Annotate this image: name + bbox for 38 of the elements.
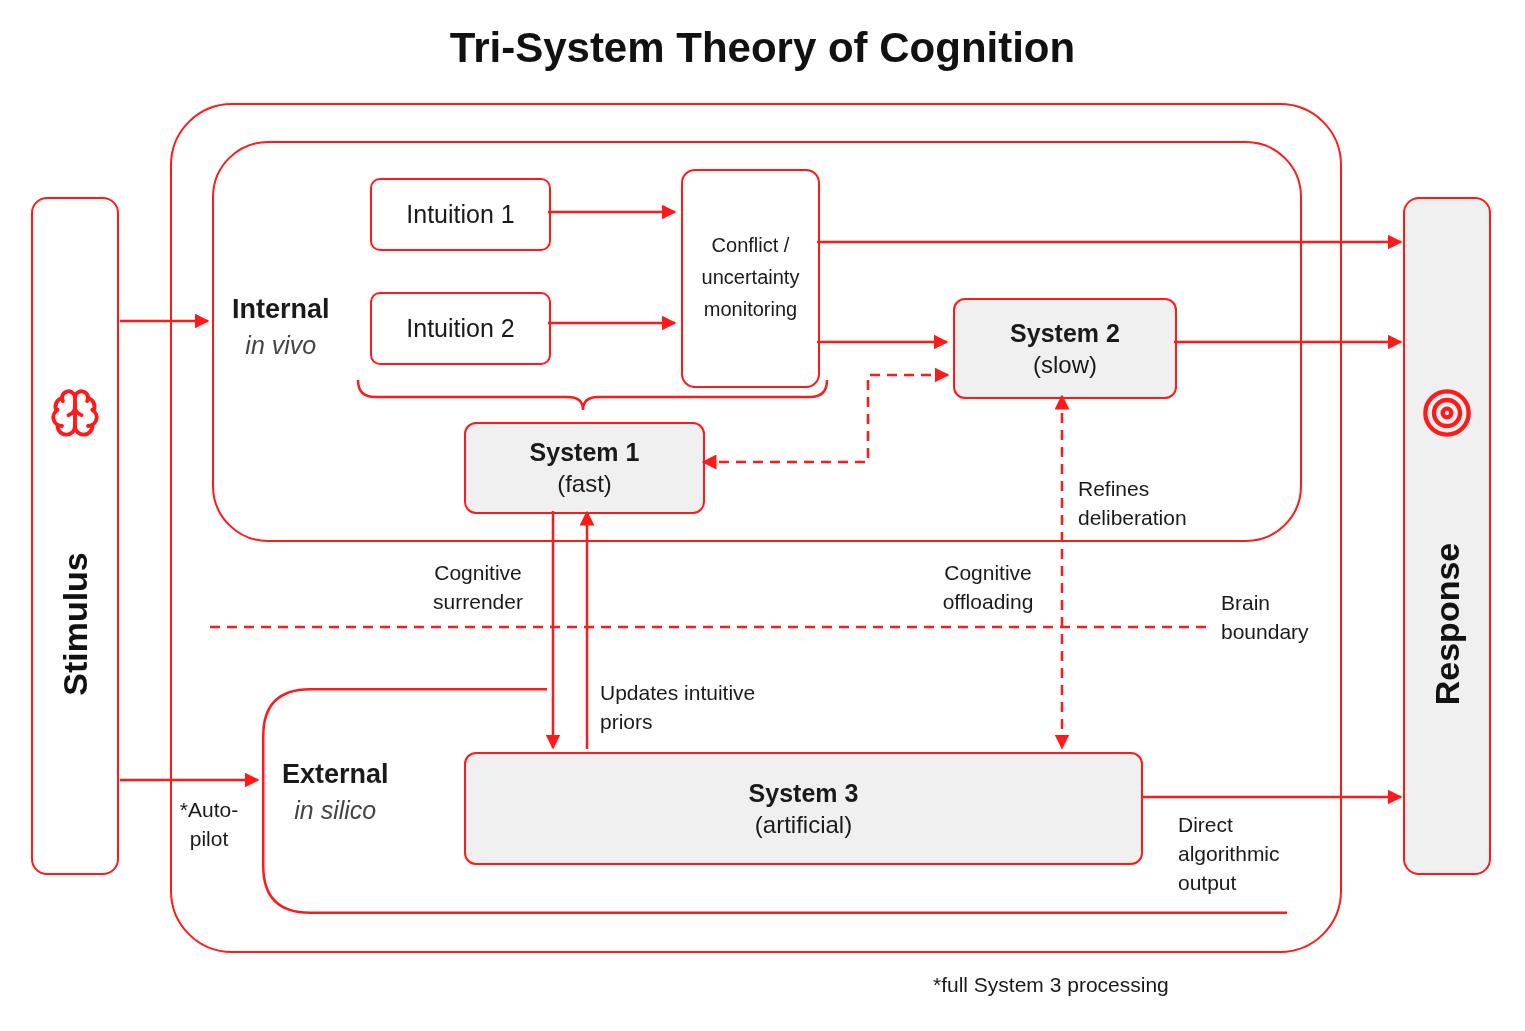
side-bar <box>1403 197 1491 875</box>
system-subtitle: (slow) <box>1033 349 1097 380</box>
system-box <box>464 422 705 514</box>
arrow <box>1054 394 1070 750</box>
arrow <box>701 367 950 470</box>
arrow <box>545 511 561 750</box>
region-subtitle: in vivo <box>245 330 317 361</box>
system-title: System 1 <box>529 437 640 468</box>
region-subtitle: in silico <box>294 795 377 826</box>
title: Tri-System Theory of Cognition <box>448 24 1077 72</box>
arrow <box>1142 789 1403 805</box>
process-box <box>370 292 551 365</box>
arrow <box>817 334 949 350</box>
arrow <box>120 313 210 329</box>
arrow <box>548 204 677 220</box>
box-label: Intuition 2 <box>406 314 515 343</box>
side-label: Response <box>1427 542 1467 706</box>
side-label: Stimulus <box>55 552 95 696</box>
region-title: Internal <box>232 293 330 326</box>
arrow <box>120 772 260 788</box>
system-title: System 3 <box>748 777 859 809</box>
arrow <box>579 510 595 749</box>
system-title: System 2 <box>1010 317 1120 349</box>
system-box <box>464 752 1143 865</box>
system-box <box>953 298 1177 399</box>
system-subtitle: (artificial) <box>754 809 853 840</box>
box-label: Conflict / uncertainty monitoring <box>700 233 801 322</box>
region-container <box>212 141 1302 542</box>
process-box <box>370 178 551 251</box>
outer-container <box>170 103 1342 953</box>
arrow <box>817 234 1403 250</box>
arrow <box>548 315 677 331</box>
system-subtitle: (fast) <box>557 469 612 499</box>
side-bar <box>31 197 119 875</box>
arrow <box>1174 334 1403 350</box>
box-label: Intuition 1 <box>406 200 515 229</box>
process-box <box>681 169 820 388</box>
region-title: External <box>282 758 389 791</box>
